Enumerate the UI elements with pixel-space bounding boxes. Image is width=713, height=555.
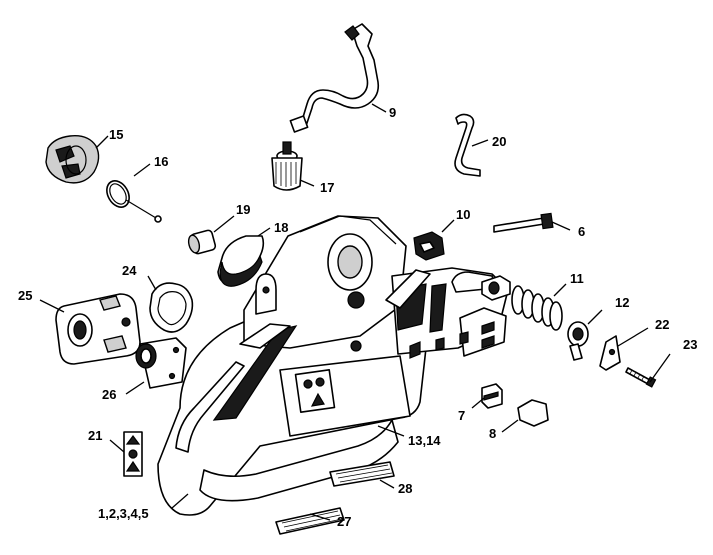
callout-6: 6 xyxy=(578,224,585,239)
part-20-hose xyxy=(454,113,481,177)
callout-18: 18 xyxy=(274,220,288,235)
callout-1-5: 1,2,3,4,5 xyxy=(98,506,149,521)
callout-13-14: 13,14 xyxy=(408,433,441,448)
callout-20: 20 xyxy=(492,134,506,149)
part-26-adapter xyxy=(135,337,187,389)
callout-7: 7 xyxy=(458,408,465,423)
part-18-cover xyxy=(217,235,265,287)
part-11-spring xyxy=(481,275,563,331)
callout-22: 22 xyxy=(655,317,669,332)
part-27-decal xyxy=(275,507,345,535)
callout-8: 8 xyxy=(489,426,496,441)
callout-9: 9 xyxy=(389,105,396,120)
part-6-bolt xyxy=(493,212,554,233)
part-16-o-ring xyxy=(106,180,162,223)
part-8-plug xyxy=(517,399,549,427)
callout-23: 23 xyxy=(683,337,697,352)
callout-19: 19 xyxy=(236,202,250,217)
callout-21: 21 xyxy=(88,428,102,443)
part-19-sleeve xyxy=(187,229,217,255)
callout-16: 16 xyxy=(154,154,168,169)
callout-26: 26 xyxy=(102,387,116,402)
callout-17: 17 xyxy=(320,180,334,195)
callout-27: 27 xyxy=(337,514,351,529)
main-housing xyxy=(157,215,509,516)
part-22-bracket xyxy=(599,335,621,371)
callout-25: 25 xyxy=(18,288,32,303)
part-9-fuel-hose xyxy=(289,23,380,133)
part-25-carburetor xyxy=(55,293,141,365)
callout-12: 12 xyxy=(615,295,629,310)
part-28-decal xyxy=(329,461,395,487)
callout-28: 28 xyxy=(398,481,412,496)
part-12-retainer xyxy=(567,321,589,361)
part-17-fuel-filter xyxy=(271,141,303,191)
callout-15: 15 xyxy=(109,127,123,142)
part-7-grommet xyxy=(481,383,503,409)
leader-lines xyxy=(39,103,671,521)
callout-11: 11 xyxy=(570,271,584,286)
callout-24: 24 xyxy=(122,263,137,278)
callout-10: 10 xyxy=(456,207,470,222)
part-21-label xyxy=(123,431,143,477)
part-15-fuel-pickup xyxy=(45,135,100,184)
callouts: 9 15 16 17 20 19 18 10 6 24 11 25 12 22 … xyxy=(18,105,697,529)
part-10-buffer xyxy=(413,231,445,261)
part-23-screw xyxy=(625,367,657,388)
part-24-gasket xyxy=(149,282,194,333)
